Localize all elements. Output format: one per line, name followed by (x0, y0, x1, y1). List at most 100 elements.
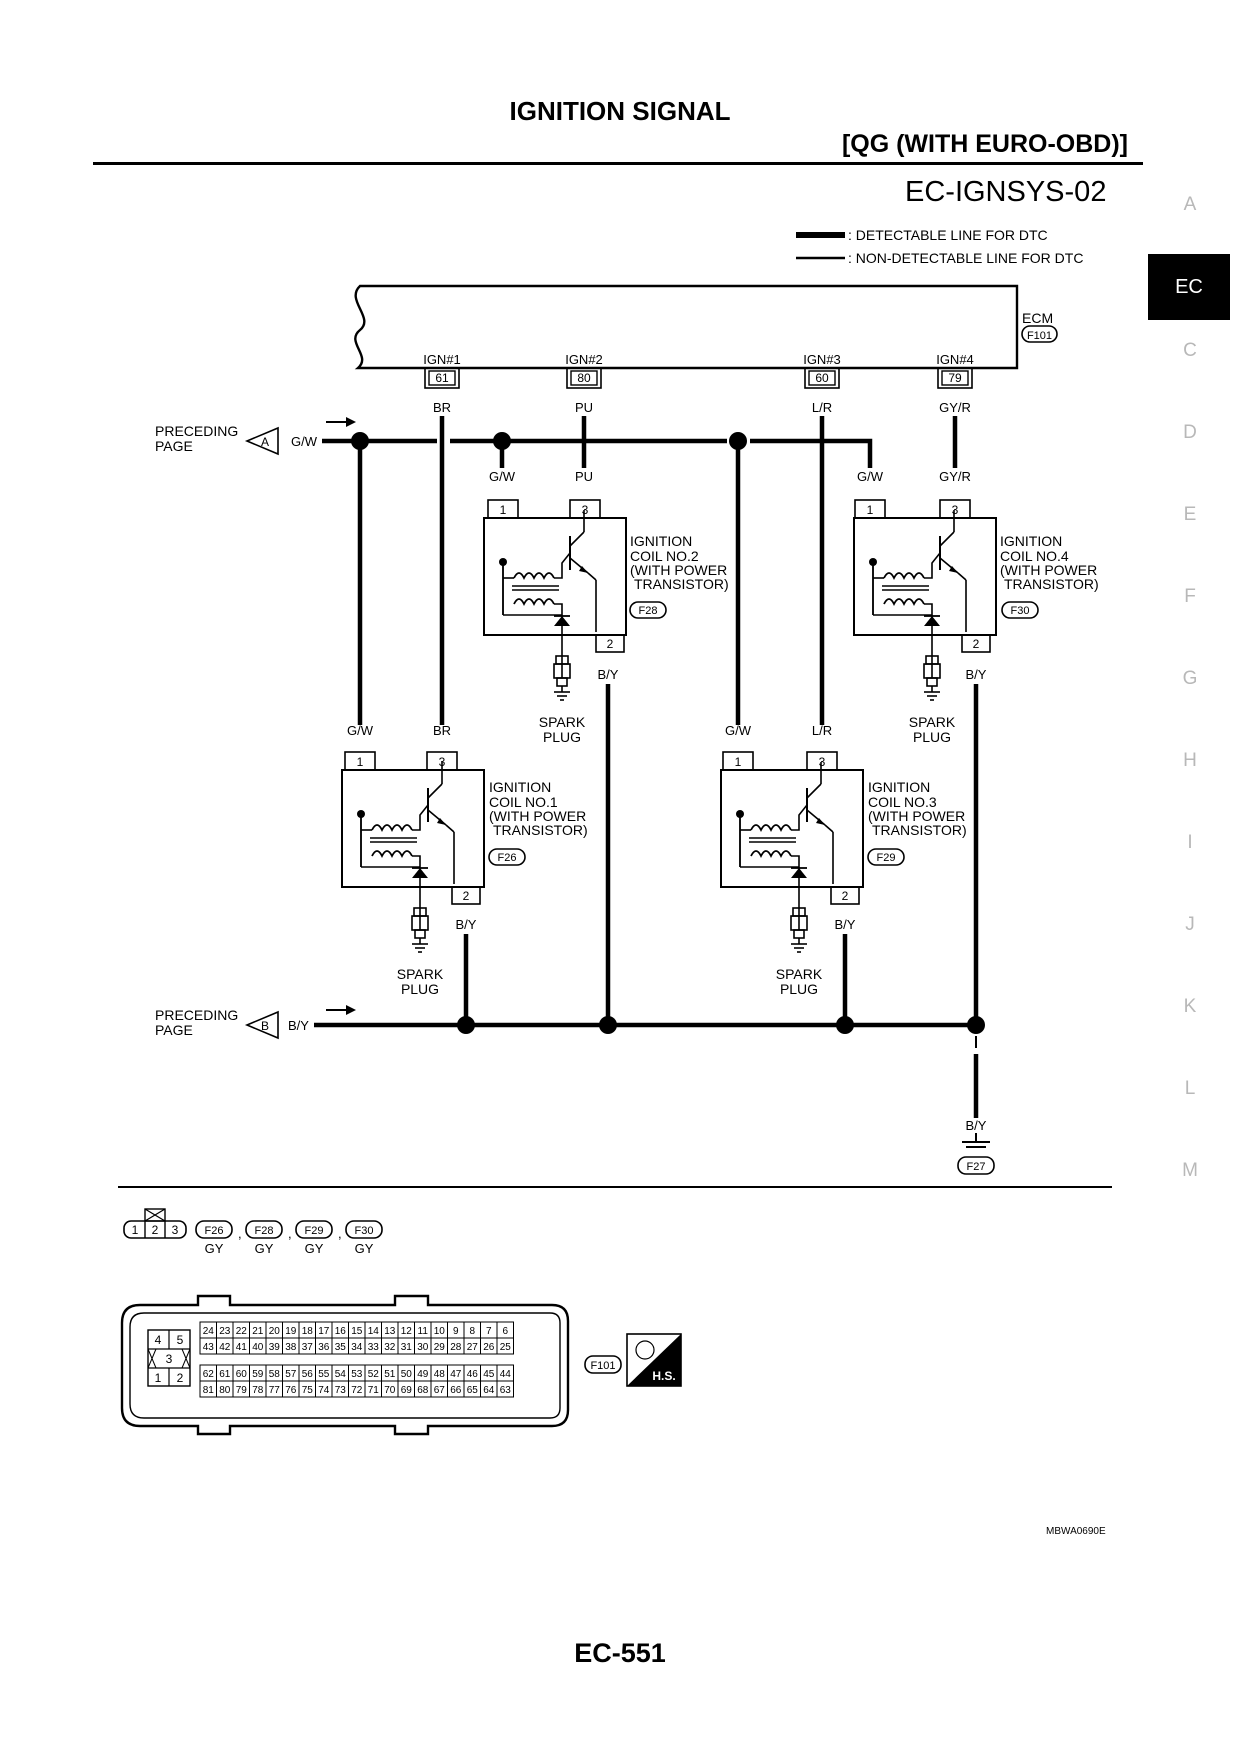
svg-text:PAGE: PAGE (155, 438, 193, 454)
ecm-pin-number: 27 (467, 1342, 479, 1353)
ecm-pin-number: 69 (401, 1385, 413, 1396)
ecm-pin-number: 71 (368, 1385, 380, 1396)
ecm-pin-number: 80 (219, 1385, 231, 1396)
preceding-ref-a: A (261, 435, 269, 449)
svg-text:SPARK: SPARK (397, 966, 444, 982)
preceding-page-b: PRECEDING PAGE B B/Y (155, 1005, 356, 1040)
side-index-h[interactable]: H (1183, 750, 1197, 771)
ecm-pin-number: 62 (203, 1369, 215, 1380)
svg-text:B/Y: B/Y (966, 1118, 987, 1133)
svg-text:3: 3 (172, 1223, 179, 1237)
ecm-pin-number: 66 (450, 1385, 462, 1396)
side-index-g[interactable]: G (1182, 668, 1198, 689)
svg-text:GY: GY (255, 1241, 274, 1256)
ecm-pin-number: 52 (368, 1369, 380, 1380)
ecm-pin-number: 73 (335, 1385, 347, 1396)
side-index-j[interactable]: J (1185, 914, 1195, 935)
ecm-pin-number: 42 (219, 1342, 231, 1353)
ecm-label: ECM (1022, 310, 1053, 326)
svg-text:TRANSISTOR): TRANSISTOR) (493, 822, 588, 838)
terminal-name: IGN#2 (565, 352, 603, 367)
reference-code: MBWA0690E (1046, 1526, 1106, 1537)
svg-text:IGNITION: IGNITION (868, 779, 930, 795)
svg-text:F30: F30 (355, 1225, 374, 1237)
ecm-pin-number: 30 (417, 1342, 429, 1353)
svg-text:PLUG: PLUG (780, 981, 818, 997)
ignition-coil-3: G/W L/R 1 3 2 B/Y IGNITION COIL NO.3 (WI… (720, 723, 967, 997)
svg-text:1: 1 (735, 755, 742, 769)
side-index-a[interactable]: A (1183, 194, 1197, 215)
svg-text:GY: GY (355, 1241, 374, 1256)
svg-text:G/W: G/W (857, 469, 884, 484)
svg-text:2: 2 (177, 1371, 184, 1385)
ecm-pin-number: 44 (500, 1369, 512, 1380)
ecm-pin-number: 15 (351, 1326, 363, 1337)
side-index-i[interactable]: I (1187, 832, 1193, 853)
ecm-pin-number: 32 (384, 1342, 396, 1353)
ecm-pin-number: 16 (335, 1326, 347, 1337)
svg-text:COIL NO.4: COIL NO.4 (1000, 548, 1069, 564)
svg-text:G/W: G/W (347, 723, 374, 738)
side-index: A EC C D E F G H I J K L M (1148, 190, 1230, 1238)
svg-text:BR: BR (433, 723, 451, 738)
svg-text:COIL NO.2: COIL NO.2 (630, 548, 699, 564)
legend-detectable: : DETECTABLE LINE FOR DTC (848, 227, 1048, 243)
svg-text:SPARK: SPARK (539, 714, 586, 730)
preceding-ref-b: B (261, 1019, 269, 1033)
ecm-pin-number: 64 (483, 1385, 495, 1396)
svg-text:F101: F101 (590, 1360, 615, 1372)
ecm-pin-number: 77 (269, 1385, 281, 1396)
ecm-pin-number: 21 (252, 1326, 264, 1337)
ecm-pin-number: 49 (417, 1369, 429, 1380)
side-index-d[interactable]: D (1183, 422, 1197, 443)
ecm-pin-number: 34 (351, 1342, 363, 1353)
svg-text:,: , (288, 1226, 292, 1241)
svg-text:(WITH POWER: (WITH POWER (630, 562, 727, 578)
svg-text:2: 2 (152, 1223, 159, 1237)
ignition-coil-1: G/W BR 1 3 2 B/Y IGNITION COIL NO.1 (WIT… (341, 723, 588, 997)
ecm-pin-number: 74 (318, 1385, 330, 1396)
page-subtitle: [QG (WITH EURO-OBD)] (841, 130, 1128, 158)
side-index-f[interactable]: F (1184, 586, 1196, 607)
svg-text:IGNITION: IGNITION (489, 779, 551, 795)
svg-text:GY: GY (205, 1241, 224, 1256)
ecm-pin-number: 50 (401, 1369, 413, 1380)
svg-text:3: 3 (166, 1352, 173, 1366)
ecm-pin-number: 35 (335, 1342, 347, 1353)
ecm-pin-number: 79 (236, 1385, 248, 1396)
side-index-l[interactable]: L (1184, 1078, 1196, 1099)
ecm-pin-number: 60 (236, 1369, 248, 1380)
svg-text:3: 3 (582, 503, 589, 517)
svg-text:B/Y: B/Y (966, 667, 987, 682)
svg-text:(WITH POWER: (WITH POWER (489, 808, 586, 824)
svg-text:F26: F26 (498, 852, 517, 864)
svg-text:3: 3 (819, 755, 826, 769)
ecm-pin-number: 46 (467, 1369, 479, 1380)
ecm-pin-number: 22 (236, 1326, 248, 1337)
ecm-pin-number: 76 (285, 1385, 297, 1396)
side-index-k[interactable]: K (1183, 996, 1197, 1017)
svg-text:B/Y: B/Y (456, 917, 477, 932)
preceding-wire-b: B/Y (288, 1018, 309, 1033)
legend-non-detectable: : NON-DETECTABLE LINE FOR DTC (848, 250, 1083, 266)
svg-text:B/Y: B/Y (598, 667, 619, 682)
svg-text:IGNITION: IGNITION (1000, 533, 1062, 549)
page-title: IGNITION SIGNAL (509, 96, 731, 126)
ecm-pin-number: 45 (483, 1369, 495, 1380)
svg-text:(WITH POWER: (WITH POWER (868, 808, 965, 824)
ecm-pin-number: 48 (434, 1369, 446, 1380)
ecm-pin-number: 41 (236, 1342, 248, 1353)
svg-text:F26: F26 (205, 1225, 224, 1237)
side-index-m[interactable]: M (1182, 1160, 1198, 1181)
svg-text:2: 2 (607, 637, 614, 651)
preceding-page-a: PRECEDING PAGE A G/W (155, 417, 356, 456)
preceding-wire-a: G/W (291, 434, 318, 449)
terminal-wire: L/R (812, 400, 832, 415)
side-index-e[interactable]: E (1183, 504, 1197, 525)
side-index-c[interactable]: C (1183, 340, 1197, 361)
ecm-pin-number: 51 (384, 1369, 396, 1380)
side-index-ec[interactable]: EC (1148, 254, 1230, 320)
svg-text:1: 1 (357, 755, 364, 769)
page-number: EC-551 (574, 1638, 666, 1668)
